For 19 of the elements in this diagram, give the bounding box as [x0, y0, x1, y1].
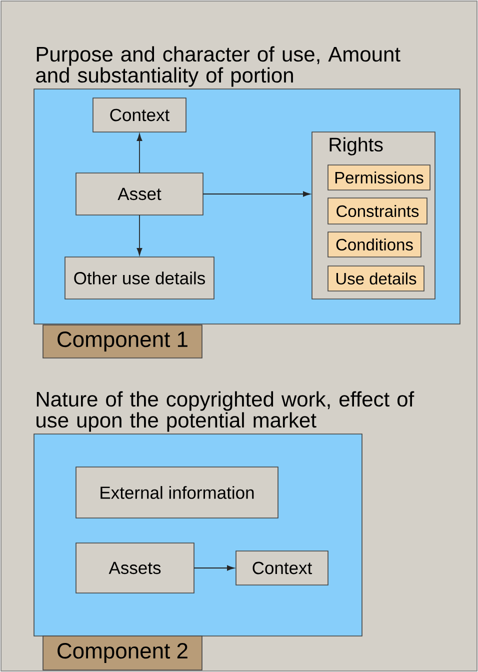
- item-box: Permissions: [328, 164, 430, 190]
- arrow: [202, 191, 310, 197]
- process-box: Assets: [76, 542, 194, 594]
- arrow: [136, 134, 142, 174]
- process-box: External information: [76, 466, 278, 518]
- panel-heading: Nature of the copyrighted work, effect of use upon the potential market: [36, 391, 414, 432]
- process-box: Context: [92, 98, 186, 132]
- item-box: Constraints: [328, 198, 428, 224]
- process-box: Other use details: [64, 256, 214, 300]
- item-box: Conditions: [328, 232, 422, 258]
- component-tab: Component 2: [42, 636, 202, 670]
- component-tab: Component 1: [42, 324, 202, 358]
- process-box: Context: [236, 550, 328, 586]
- arrow: [194, 565, 234, 571]
- item-box: Use details: [328, 266, 424, 292]
- panel-heading: Purpose and character of use, Amount and substantiality of portion: [36, 46, 400, 87]
- arrow: [136, 214, 142, 256]
- process-box: Asset: [76, 172, 204, 216]
- group-heading: Rights: [330, 137, 383, 156]
